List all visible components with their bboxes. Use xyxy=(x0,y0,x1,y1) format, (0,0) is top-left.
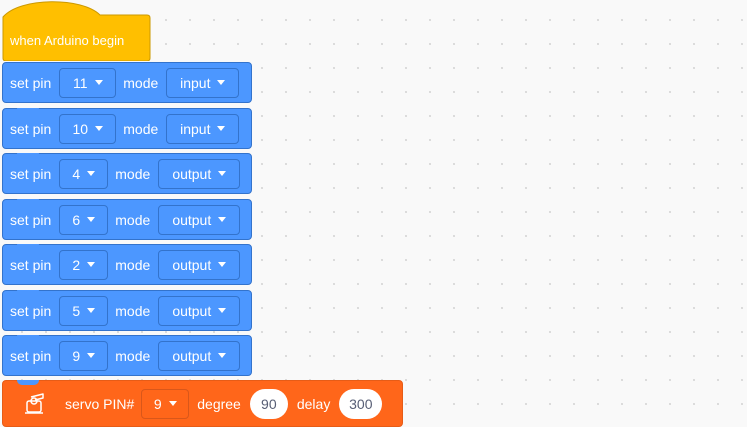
set-pin-block[interactable]: set pin 10 mode input xyxy=(2,108,252,149)
caret-down-icon xyxy=(218,171,227,176)
mode-value: input xyxy=(180,74,211,91)
delay-label: delay xyxy=(296,395,331,412)
servo-icon xyxy=(22,391,48,417)
mode-dropdown[interactable]: output xyxy=(158,340,241,371)
mode-value: output xyxy=(172,256,212,273)
pin-value: 4 xyxy=(72,165,81,182)
mode-value: output xyxy=(172,165,212,182)
caret-down-icon xyxy=(218,308,227,313)
when-arduino-begin-block[interactable]: when Arduino begin xyxy=(2,0,151,61)
pin-dropdown[interactable]: 9 xyxy=(59,340,109,371)
pin-value: 5 xyxy=(72,302,81,319)
mode-label: mode xyxy=(115,165,151,182)
mode-label: mode xyxy=(115,347,151,364)
set-pin-block[interactable]: set pin 11 mode input xyxy=(2,62,252,103)
block-prefix: set pin xyxy=(10,256,52,273)
hat-label: when Arduino begin xyxy=(10,33,125,48)
pin-value: 9 xyxy=(72,347,81,364)
mode-label: mode xyxy=(115,211,151,228)
caret-down-icon xyxy=(218,262,227,267)
pin-value: 10 xyxy=(72,120,89,137)
block-notch xyxy=(17,244,39,249)
mode-label: mode xyxy=(115,256,151,273)
block-notch xyxy=(17,335,39,340)
block-prefix: set pin xyxy=(10,74,52,91)
mode-dropdown[interactable]: output xyxy=(158,204,241,235)
servo-pin-dropdown[interactable]: 9 xyxy=(141,388,190,419)
caret-down-icon xyxy=(168,401,177,406)
mode-dropdown[interactable]: output xyxy=(158,295,241,326)
block-prefix: set pin xyxy=(10,302,52,319)
mode-label: mode xyxy=(115,302,151,319)
mode-dropdown[interactable]: input xyxy=(166,113,240,144)
degree-input[interactable]: 90 xyxy=(249,388,288,419)
block-notch xyxy=(17,108,39,113)
caret-down-icon xyxy=(87,353,96,358)
mode-label: mode xyxy=(123,74,159,91)
set-pin-block[interactable]: set pin 5 mode output xyxy=(2,290,252,331)
block-notch xyxy=(17,199,39,204)
mode-value: output xyxy=(172,211,212,228)
block-notch xyxy=(17,380,39,385)
delay-input[interactable]: 300 xyxy=(339,388,383,419)
mode-dropdown[interactable]: input xyxy=(166,67,240,98)
pin-value: 2 xyxy=(72,256,81,273)
pin-dropdown[interactable]: 2 xyxy=(59,249,109,280)
set-pin-block[interactable]: set pin 2 mode output xyxy=(2,244,252,285)
pin-dropdown[interactable]: 11 xyxy=(59,67,117,98)
pin-dropdown[interactable]: 4 xyxy=(59,158,109,189)
block-notch xyxy=(17,290,39,295)
set-pin-block[interactable]: set pin 9 mode output xyxy=(2,335,252,376)
caret-down-icon xyxy=(217,80,226,85)
block-prefix: set pin xyxy=(10,120,52,137)
mode-value: output xyxy=(172,347,212,364)
caret-down-icon xyxy=(87,171,96,176)
caret-down-icon xyxy=(87,217,96,222)
caret-down-icon xyxy=(217,126,226,131)
block-prefix: set pin xyxy=(10,165,52,182)
mode-dropdown[interactable]: output xyxy=(158,249,241,280)
block-prefix: set pin xyxy=(10,211,52,228)
servo-pin-value: 9 xyxy=(153,395,162,412)
set-pin-block[interactable]: set pin 6 mode output xyxy=(2,199,252,240)
degree-label: degree xyxy=(197,395,241,412)
caret-down-icon xyxy=(87,262,96,267)
pin-value: 11 xyxy=(72,74,88,91)
pin-dropdown[interactable]: 10 xyxy=(59,113,117,144)
caret-down-icon xyxy=(94,80,103,85)
pin-value: 6 xyxy=(72,211,81,228)
set-pin-block[interactable]: set pin 4 mode output xyxy=(2,153,252,194)
hat-shape xyxy=(2,1,151,61)
caret-down-icon xyxy=(218,217,227,222)
servo-block[interactable]: servo PIN# 9 degree 90 delay 300 xyxy=(2,380,403,427)
servo-pin-label: servo PIN# xyxy=(65,395,135,412)
mode-label: mode xyxy=(123,120,159,137)
pin-dropdown[interactable]: 6 xyxy=(59,204,109,235)
block-prefix: set pin xyxy=(10,347,52,364)
mode-value: output xyxy=(172,302,212,319)
caret-down-icon xyxy=(218,353,227,358)
caret-down-icon xyxy=(95,126,104,131)
caret-down-icon xyxy=(87,308,96,313)
pin-dropdown[interactable]: 5 xyxy=(59,295,109,326)
mode-value: input xyxy=(180,120,211,137)
block-notch xyxy=(17,153,39,158)
mode-dropdown[interactable]: output xyxy=(158,158,241,189)
